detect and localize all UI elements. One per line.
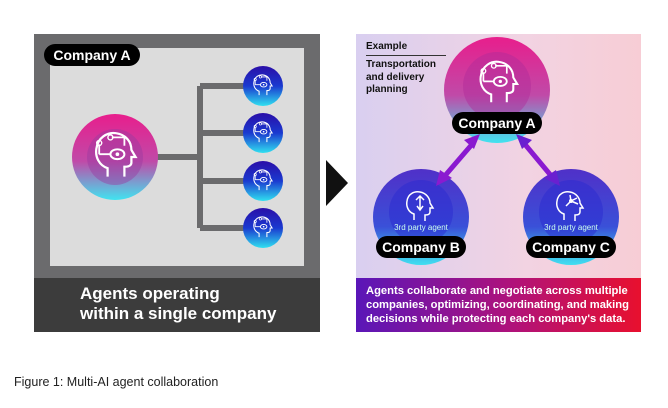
company-b-label: Company B [376,236,466,258]
main-agent-icon [72,114,158,200]
arrow-right-icon [326,160,348,206]
example-line: and delivery [366,71,425,83]
company-c-label: Company C [526,236,616,258]
arrow-a-c-icon [516,134,560,186]
multi-company-panel: Example Transportation and delivery plan… [356,34,641,332]
caption-line: within a single company [80,304,277,323]
agent-network [72,66,283,248]
third-party-agent-label: 3rd party agent [544,223,598,232]
divider [366,55,446,56]
caption-line: decisions while protecting each company'… [366,313,626,325]
sub-agent-icon [243,66,283,106]
right-caption-bar: Agents collaborate and negotiate across … [356,278,641,332]
example-line: Transportation [366,59,437,70]
caption-line: Agents operating [80,284,220,303]
company-a-label: Company A [452,112,542,134]
example-label: Example [366,41,408,52]
company-a-label: Company A [44,44,140,66]
arrow-a-b-icon [436,134,480,186]
caption-line: companies, optimizing, coordinating, and… [366,299,629,311]
figure-caption: Figure 1: Multi-AI agent collaboration [14,375,219,389]
third-party-agent-label: 3rd party agent [394,223,448,232]
sub-agent-icon [243,113,283,153]
example-text: Transportation and delivery planning [366,59,436,97]
single-company-panel: Company A Agents operating within a sing… [34,34,320,332]
caption-line: Agents collaborate and negotiate across … [366,285,628,297]
sub-agent-icon [243,208,283,248]
left-caption-bar: Agents operating within a single company [34,278,320,332]
example-line: planning [366,84,408,95]
sub-agent-icon [243,161,283,201]
